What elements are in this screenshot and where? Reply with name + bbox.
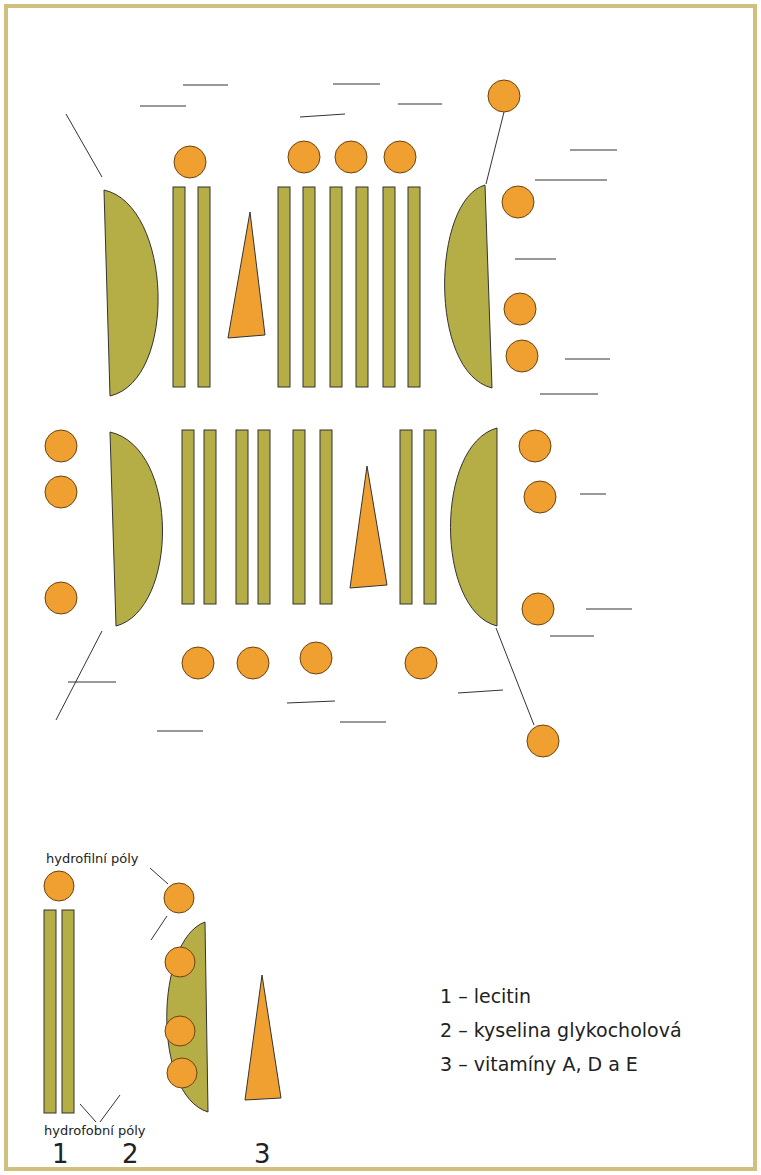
leader-line [66, 114, 102, 177]
glycocholic-shapes [104, 185, 497, 1112]
polar-head [335, 141, 367, 173]
blank-line [565, 359, 610, 360]
blank-line [157, 731, 203, 732]
lecithin-tail [400, 430, 412, 604]
blank-line [333, 84, 380, 85]
lecithin-tail [383, 187, 395, 387]
blank-line [535, 180, 607, 181]
blank-line [300, 114, 345, 117]
polar-head [384, 141, 416, 173]
polar-head [504, 293, 536, 325]
polar-head [45, 476, 77, 508]
lecithin-tail [62, 910, 74, 1113]
polar-head [165, 1016, 195, 1046]
lecithin-tail [320, 430, 332, 604]
polar-head [237, 647, 269, 679]
legend-entry: 2 – kyselina glykocholová [440, 1020, 682, 1042]
leader-line [80, 1104, 96, 1122]
vitamin-molecule [245, 975, 281, 1100]
polar-head [524, 481, 556, 513]
lecithin-tail [330, 187, 342, 387]
polar-head [506, 340, 538, 372]
blank-line [540, 394, 598, 395]
blank-line [398, 104, 442, 105]
polar-head [300, 642, 332, 674]
polar-head [522, 593, 554, 625]
lecithin-tail [44, 910, 56, 1113]
polar-head [44, 871, 74, 901]
blank-line [287, 701, 335, 703]
blank-line [515, 259, 556, 260]
lecithin-tail [278, 187, 290, 387]
lecithin-tail [408, 187, 420, 387]
lecithin-tail [236, 430, 248, 604]
vitamin-molecule [350, 466, 387, 588]
polar-head [164, 883, 194, 913]
polar-head [527, 725, 559, 757]
polar-head [174, 146, 206, 178]
legend-entry: 1 – lecitin [440, 986, 531, 1008]
polar-head [165, 947, 195, 977]
leader-line [56, 631, 102, 720]
lecithin-tail [356, 187, 368, 387]
pole-label: hydrofobní póly [44, 1124, 145, 1139]
vitamin-triangles [228, 212, 387, 1100]
blank-line [183, 85, 228, 86]
polar-head [167, 1058, 197, 1088]
lecithin-bars [44, 187, 436, 1113]
polar-head [502, 186, 534, 218]
blank-line [458, 690, 503, 693]
glycocholic-acid [110, 432, 163, 626]
page-frame [6, 6, 755, 1169]
polar-head [182, 647, 214, 679]
polar-head [45, 430, 77, 462]
stick-line [496, 628, 534, 725]
lecithin-tail [182, 430, 194, 604]
callout-number: 3 [254, 1140, 271, 1170]
vitamin-molecule [228, 212, 265, 338]
callout-number: 1 [52, 1140, 69, 1170]
legend-entry: 3 – vitamíny A, D a E [440, 1054, 638, 1076]
polar-head [405, 647, 437, 679]
stick-line [151, 916, 167, 940]
lecithin-tail [293, 430, 305, 604]
glycocholic-acid [451, 428, 498, 626]
callout-number: 2 [122, 1140, 139, 1170]
blank-lines [56, 84, 632, 731]
blank-line [586, 609, 632, 610]
blank-line [340, 722, 386, 723]
lecithin-tail [173, 187, 185, 387]
polar-heads [44, 80, 559, 1088]
lecithin-tail [258, 430, 270, 604]
lecithin-tail [204, 430, 216, 604]
lecithin-tail [303, 187, 315, 387]
leader-line [100, 1095, 120, 1122]
blank-line [140, 106, 186, 107]
polar-head [488, 80, 520, 112]
blank-line [570, 150, 617, 151]
blank-line [580, 494, 606, 495]
glycocholic-acid [104, 190, 158, 396]
glycocholic-acid [445, 185, 492, 388]
lecithin-tail [424, 430, 436, 604]
pole-label: hydrofilní póly [46, 852, 139, 867]
stick-line [486, 112, 504, 184]
leader-line [150, 868, 168, 884]
polar-head [519, 430, 551, 462]
blank-line [550, 636, 594, 637]
lecithin-tail [198, 187, 210, 387]
legend-leaders [80, 868, 168, 1122]
polar-head [45, 582, 77, 614]
polar-head [288, 141, 320, 173]
